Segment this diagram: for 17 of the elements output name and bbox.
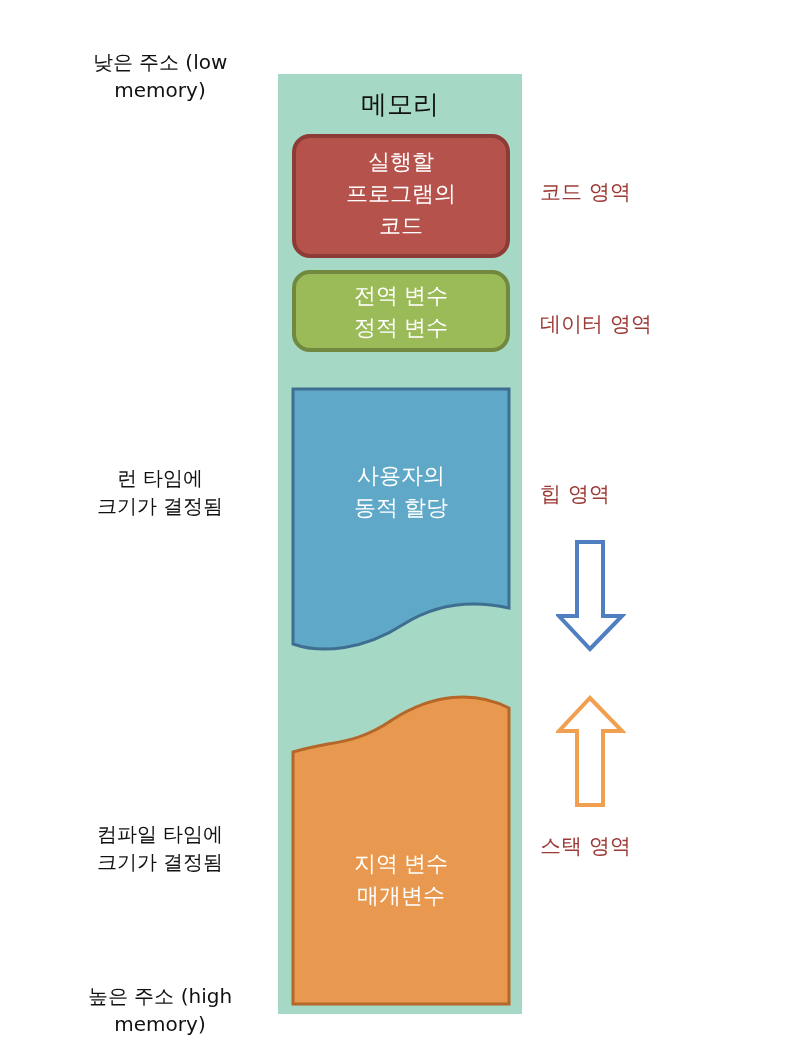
heap-segment-shape — [292, 388, 510, 654]
segment-text: 실행할 프로그램의 코드 — [345, 148, 457, 240]
segment-label: 데이터 영역 — [540, 311, 652, 338]
memory-column — [278, 74, 522, 1014]
address-note: 런 타임에 크기가 결정됨 — [95, 465, 225, 520]
address-note: 낮은 주소 (low memory) — [91, 49, 229, 104]
address-note: 높은 주소 (high memory) — [86, 983, 234, 1038]
data-segment-box — [292, 270, 510, 352]
segment-text: 지역 변수 매개변수 — [352, 850, 450, 910]
segment-label: 코드 영역 — [540, 179, 631, 206]
code-segment-box — [292, 134, 510, 258]
memory-heading: 메모리 — [360, 88, 440, 120]
segment-label: 힙 영역 — [540, 481, 610, 508]
segment-text: 전역 변수 정적 변수 — [352, 282, 450, 342]
segment-text: 사용자의 동적 할당 — [352, 462, 450, 522]
address-note: 컴파일 타임에 크기가 결정됨 — [95, 821, 225, 876]
segment-label: 스택 영역 — [540, 833, 631, 860]
